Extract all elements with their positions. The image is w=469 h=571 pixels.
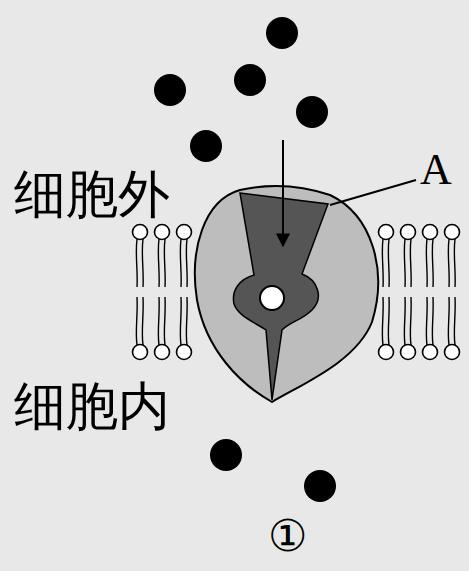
lipid-tail xyxy=(136,297,143,345)
lipid-tail xyxy=(382,239,389,287)
lipid-tail xyxy=(158,239,165,287)
region-label: 细胞内 xyxy=(14,380,170,432)
carrier-protein xyxy=(195,186,378,402)
figure-number: ① xyxy=(268,514,307,558)
lipid-head xyxy=(379,345,394,360)
lipid-tail xyxy=(136,239,143,287)
lipid-head xyxy=(133,345,148,360)
transport-arrow xyxy=(282,140,284,246)
bound-solute xyxy=(260,286,284,310)
lipid-head xyxy=(423,225,438,240)
lipid-head xyxy=(423,345,438,360)
lipid-tail xyxy=(404,297,411,345)
lipid-head xyxy=(379,225,394,240)
lipid-tail xyxy=(404,239,411,287)
lipid-tail xyxy=(180,239,187,287)
lipid-head xyxy=(401,345,416,360)
lipid-tail xyxy=(426,297,433,345)
part-label: A xyxy=(420,148,452,192)
solute-particles xyxy=(154,17,336,502)
leader-line xyxy=(330,180,416,205)
lipid-tail xyxy=(158,297,165,345)
lipid-head xyxy=(445,345,460,360)
lipid-head xyxy=(133,225,148,240)
lipid-head xyxy=(401,225,416,240)
lipid-tail xyxy=(180,297,187,345)
binding-channel xyxy=(233,193,328,400)
lipid-head xyxy=(177,225,192,240)
lipid-head xyxy=(155,345,170,360)
lipid-head xyxy=(445,225,460,240)
lipid-tail xyxy=(448,297,455,345)
lipid-tail xyxy=(382,297,389,345)
lipid-head xyxy=(177,345,192,360)
region-label: 细胞外 xyxy=(14,168,170,220)
lipid-tail xyxy=(448,239,455,287)
lipid-head xyxy=(155,225,170,240)
lipid-tail xyxy=(426,239,433,287)
